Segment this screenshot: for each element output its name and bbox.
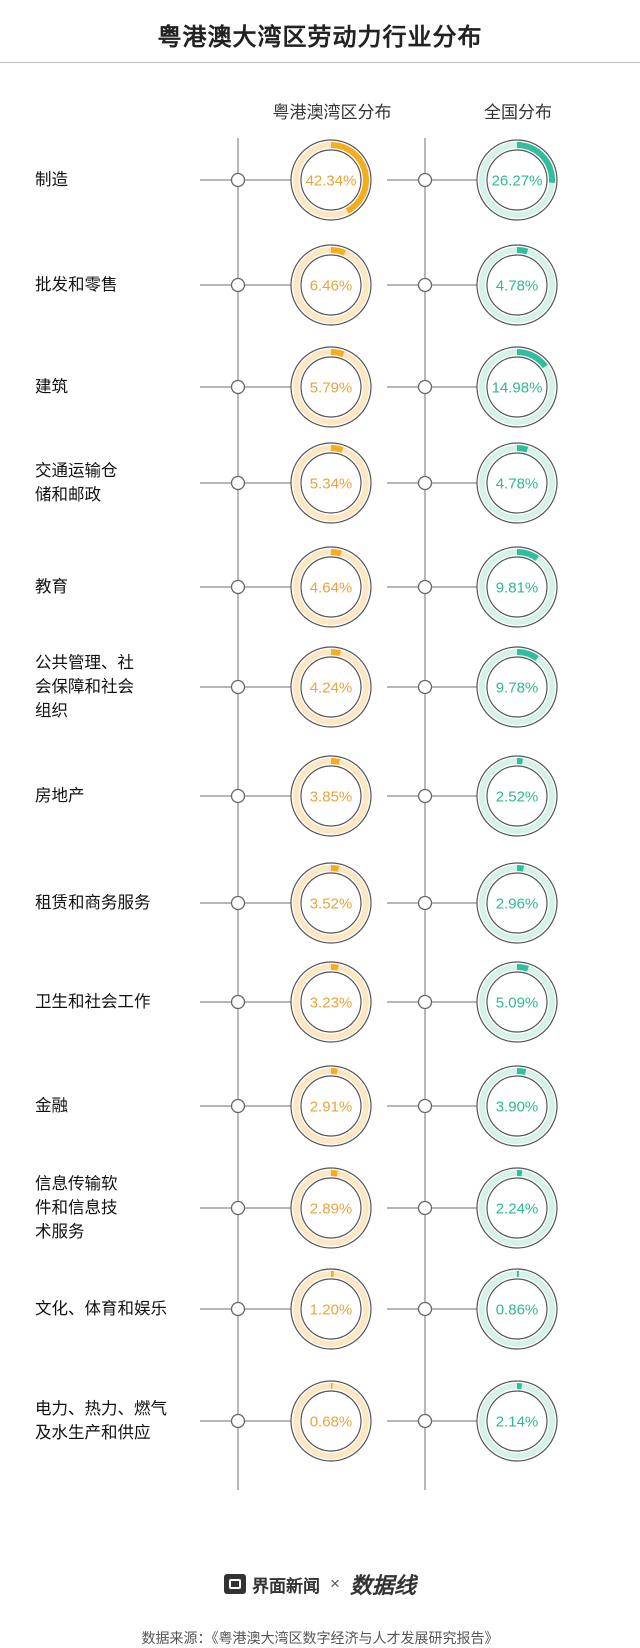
row-node-gba (232, 174, 245, 187)
jiemian-logo-icon (224, 1574, 246, 1594)
donut-slice-gba (331, 1071, 337, 1072)
donut-chart: 42.34% 26.27% 6.46% 4.78% 5.79% 14.98% 5.34% 4.… (0, 0, 640, 1560)
category-label: 金融 (35, 1094, 195, 1118)
datawire-logo: 数据线 (350, 1568, 416, 1600)
data-label-gba: 4.64% (310, 580, 353, 597)
donut-slice-gba (331, 552, 341, 553)
data-label-gba: 3.52% (310, 896, 353, 913)
data-label-national: 3.90% (496, 1099, 539, 1116)
data-label-gba: 2.91% (310, 1099, 353, 1116)
footer-logos: 界面新闻 × 数据线 (0, 1568, 640, 1604)
row-node-national (419, 279, 432, 292)
category-label: 房地产 (35, 784, 195, 808)
data-label-national: 2.96% (496, 896, 539, 913)
data-label-gba: 3.23% (310, 995, 353, 1012)
category-label: 教育 (35, 575, 195, 599)
donut-slice-gba (331, 352, 343, 354)
row-node-national (419, 174, 432, 187)
row-node-national (419, 381, 432, 394)
category-label: 租赁和商务服务 (35, 891, 195, 915)
row-node-national (419, 1415, 432, 1428)
footer-times: × (330, 1574, 340, 1594)
data-label-gba: 6.46% (310, 278, 353, 295)
row-node-gba (232, 897, 245, 910)
row-node-national (419, 1100, 432, 1113)
row-node-national (419, 790, 432, 803)
data-label-national: 2.14% (496, 1414, 539, 1431)
donut-slice-gba (331, 868, 339, 869)
donut-slice-national (517, 250, 527, 252)
data-label-national: 4.78% (496, 278, 539, 295)
row-node-gba (232, 996, 245, 1009)
row-node-national (419, 996, 432, 1009)
data-label-national: 14.98% (492, 380, 543, 397)
data-label-gba: 0.68% (310, 1414, 353, 1431)
data-label-national: 5.09% (496, 995, 539, 1012)
data-label-national: 26.27% (492, 173, 543, 190)
donut-slice-national (517, 1071, 525, 1072)
row-node-national (419, 681, 432, 694)
row-node-gba (232, 1303, 245, 1316)
donut-slice-gba (331, 1173, 337, 1174)
category-label: 卫生和社会工作 (35, 990, 195, 1014)
donut-slice-gba (331, 250, 345, 253)
donut-slice-national (517, 967, 528, 969)
row-node-national (419, 581, 432, 594)
donut-slice-gba (331, 448, 343, 450)
data-label-national: 4.78% (496, 476, 539, 493)
donut-slice-gba (331, 652, 340, 653)
row-node-national (419, 477, 432, 490)
data-label-gba: 5.34% (310, 476, 353, 493)
data-label-national: 2.52% (496, 789, 539, 806)
data-label-national: 2.24% (496, 1201, 539, 1218)
row-node-gba (232, 681, 245, 694)
category-label: 制造 (35, 168, 195, 192)
data-label-gba: 4.24% (310, 680, 353, 697)
row-node-gba (232, 1100, 245, 1113)
data-label-gba: 3.85% (310, 789, 353, 806)
donut-slice-national (517, 868, 523, 869)
data-label-gba: 5.79% (310, 380, 353, 397)
data-label-national: 9.81% (496, 580, 539, 597)
data-label-national: 9.78% (496, 680, 539, 697)
category-label: 交通运输仓储和邮政 (35, 459, 195, 507)
row-node-national (419, 1303, 432, 1316)
donut-slice-national (517, 448, 527, 450)
category-label: 信息传输软件和信息技术服务 (35, 1172, 195, 1244)
category-label: 电力、热力、燃气及水生产和供应 (35, 1397, 195, 1445)
category-label: 批发和零售 (35, 273, 195, 297)
footer-brand: 界面新闻 (252, 1572, 320, 1597)
row-node-gba (232, 790, 245, 803)
row-node-gba (232, 477, 245, 490)
data-label-gba: 42.34% (306, 173, 357, 190)
row-node-national (419, 1202, 432, 1215)
row-node-gba (232, 1415, 245, 1428)
data-label-gba: 1.20% (310, 1302, 353, 1319)
category-label: 公共管理、社会保障和社会组织 (35, 651, 195, 723)
category-label: 建筑 (35, 375, 195, 399)
row-node-national (419, 897, 432, 910)
row-node-gba (232, 581, 245, 594)
donut-slice-gba (331, 967, 338, 968)
data-label-national: 0.86% (496, 1302, 539, 1319)
category-label: 文化、体育和娱乐 (35, 1297, 195, 1321)
row-node-gba (232, 1202, 245, 1215)
data-label-gba: 2.89% (310, 1201, 353, 1218)
row-node-gba (232, 279, 245, 292)
donut-slice-gba (331, 761, 339, 762)
row-node-gba (232, 381, 245, 394)
footer-source: 数据来源：《粤港澳大湾区数字经济与人才发展研究报告》 (0, 1628, 640, 1648)
